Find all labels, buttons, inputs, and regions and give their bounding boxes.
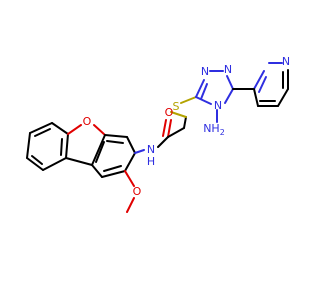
furan-oxygen-label: O (83, 115, 92, 128)
amino-subscript: 2 (220, 128, 225, 137)
pyridine-nitrogen-label: N (282, 55, 290, 68)
atom-labels: O O N H O S N N N NH2 N (83, 55, 290, 198)
triazole-ring (180, 70, 234, 123)
methoxy-group (124, 170, 135, 213)
amide-hydrogen-label: H (147, 155, 155, 168)
thioether-sulfur-label: S (173, 100, 180, 113)
amide-linkage (134, 111, 187, 154)
molecule-structure: O O N H O S N N N NH2 N (26, 55, 290, 213)
carbonyl-oxygen-label: O (165, 106, 174, 119)
left-benzene-ring (26, 122, 69, 171)
amide-nitrogen-label: N (147, 143, 155, 156)
triazole-n1-label: N (201, 65, 209, 78)
amino-group-label: NH2 (203, 122, 225, 137)
triazole-n4-label: N (214, 99, 222, 112)
methoxy-oxygen-label: O (133, 185, 142, 198)
right-benzene-ring (91, 134, 136, 178)
triazole-n2-label: N (224, 63, 232, 76)
furan-ring (65, 124, 106, 166)
pyridine-ring (232, 62, 289, 107)
amino-nh-text: NH (203, 122, 220, 135)
